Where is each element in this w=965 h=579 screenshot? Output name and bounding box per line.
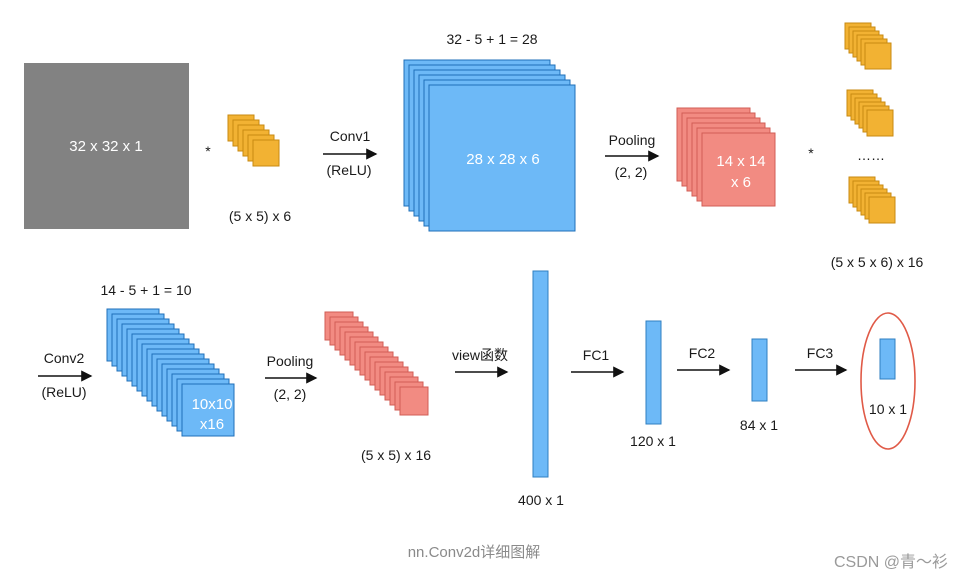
- conv1-activation: (ReLU): [326, 162, 371, 178]
- pool1-output-line2: x 6: [731, 174, 751, 191]
- fc3-name: FC3: [807, 345, 834, 361]
- kernel-stack-conv2-b: [846, 89, 894, 137]
- pool1-name: Pooling: [609, 132, 656, 148]
- figure-caption: nn.Conv2d详细图解: [408, 544, 541, 561]
- kernel1-label: (5 x 5) x 6: [229, 208, 291, 224]
- kernel2a-sheet-6: [864, 42, 892, 70]
- fc2-label: 84 x 1: [740, 417, 778, 433]
- output-highlight-ellipse: [860, 312, 916, 450]
- conv1-size-calc: 32 - 5 + 1 = 28: [446, 31, 537, 47]
- conv2-map-16: [181, 383, 235, 437]
- pool1-map-6: [701, 132, 776, 207]
- conv2-output-line1: 10x10: [192, 396, 233, 413]
- conv1-map-6: [428, 84, 576, 232]
- pool2-feature-maps: [324, 311, 429, 416]
- fc3-vector: [879, 338, 896, 380]
- conv2-activation: (ReLU): [41, 384, 86, 400]
- fc2-name: FC2: [689, 345, 716, 361]
- conv2-feature-maps: [106, 308, 235, 437]
- pool1-output-line1: 14 x 14: [716, 153, 765, 170]
- kernel-stack-conv1: [227, 114, 280, 167]
- fc1-vector: [645, 320, 662, 425]
- convolution-operator: *: [205, 143, 211, 159]
- input-image: [24, 63, 189, 229]
- conv2-size-calc: 14 - 5 + 1 = 10: [100, 282, 191, 298]
- conv1-output-label: 28 x 28 x 6: [466, 151, 539, 168]
- kernel2b-sheet-6: [866, 109, 894, 137]
- watermark: CSDN @青～衫: [834, 553, 948, 571]
- fc3-label: 10 x 1: [869, 401, 907, 417]
- pool2-map-16: [399, 386, 429, 416]
- conv2-output-line2: x16: [200, 416, 224, 433]
- pool2-name: Pooling: [267, 353, 314, 369]
- fc2-vector: [751, 338, 768, 402]
- conv2-name: Conv2: [44, 350, 85, 366]
- kernel2-label: (5 x 5 x 6) x 16: [831, 254, 924, 270]
- kernel-stack-conv2-a: [844, 22, 892, 70]
- kernel-stack-conv2-c: [848, 176, 896, 224]
- flatten-label: 400 x 1: [518, 492, 564, 508]
- kernel1-sheet-6: [252, 139, 280, 167]
- kernel2c-sheet-6: [868, 196, 896, 224]
- pool1-feature-maps: [676, 107, 776, 207]
- ellipsis-dots: ……: [857, 147, 885, 163]
- pool1-size: (2, 2): [615, 164, 648, 180]
- fc1-name: FC1: [583, 347, 610, 363]
- input-label: 32 x 32 x 1: [69, 138, 142, 155]
- flatten-vector: [532, 270, 549, 478]
- pool2-size: (2, 2): [274, 386, 307, 402]
- convolution-operator-2: *: [808, 145, 814, 161]
- pool2-output-label: (5 x 5) x 16: [361, 447, 431, 463]
- conv1-feature-maps: [403, 59, 576, 232]
- conv1-name: Conv1: [330, 128, 371, 144]
- fc1-label: 120 x 1: [630, 433, 676, 449]
- view-label: view函数: [452, 347, 508, 363]
